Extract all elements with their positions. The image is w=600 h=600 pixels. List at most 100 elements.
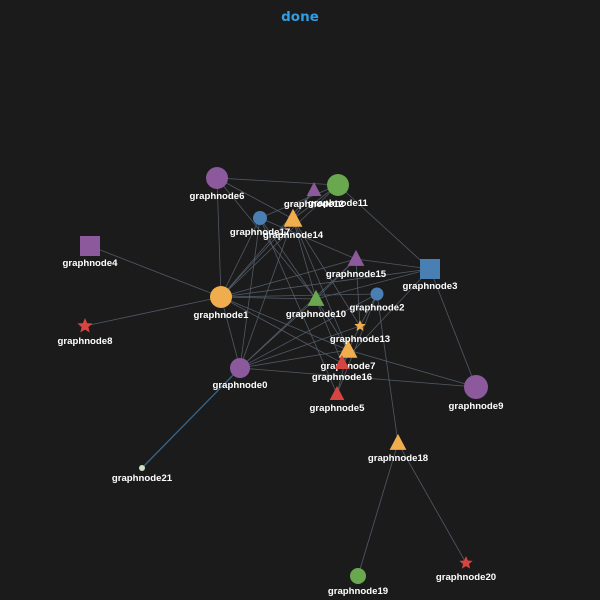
- edge-graphnode18-graphnode19: [357, 442, 399, 577]
- graphnode14-label: graphnode14: [263, 230, 324, 241]
- graphnode5-triangle-marker[interactable]: [329, 386, 345, 400]
- graphnode3-label: graphnode3: [403, 281, 458, 292]
- graphnode17-label: graphnode17: [230, 227, 290, 238]
- graphnode9-label: graphnode9: [449, 401, 504, 412]
- node-graphnode17[interactable]: graphnode17: [230, 211, 290, 238]
- edge-graphnode17-graphnode10: [259, 217, 317, 300]
- node-graphnode4[interactable]: graphnode4: [63, 236, 119, 269]
- graphnode5-label: graphnode5: [310, 403, 366, 414]
- edge-graphnode17-graphnode15: [259, 217, 357, 260]
- edge-graphnode14-graphnode0: [239, 218, 294, 369]
- edge-graphnode14-graphnode10: [292, 218, 317, 300]
- edge-graphnode6-graphnode11: [216, 177, 339, 186]
- node-graphnode18[interactable]: graphnode18: [368, 433, 429, 464]
- graphnode21-circle-marker[interactable]: [139, 465, 145, 471]
- node-graphnode16[interactable]: graphnode16: [312, 355, 372, 383]
- edge-graphnode1-graphnode17: [220, 217, 261, 298]
- edge-graphnode1-graphnode10: [220, 296, 317, 300]
- edge-graphnode15-graphnode13: [355, 258, 361, 327]
- graphnode4-square-marker[interactable]: [80, 236, 100, 256]
- node-graphnode2[interactable]: graphnode2: [350, 287, 405, 314]
- node-graphnode15[interactable]: graphnode15: [326, 249, 387, 280]
- graphnode8-label: graphnode8: [58, 336, 114, 347]
- node-graphnode5[interactable]: graphnode5: [310, 386, 366, 414]
- graphnode17-circle-marker[interactable]: [253, 211, 267, 225]
- graphnode2-label: graphnode2: [350, 303, 405, 314]
- graphnode9-circle-marker[interactable]: [464, 375, 488, 399]
- graphnode20-star-marker[interactable]: [459, 556, 473, 569]
- graphnode4-label: graphnode4: [63, 258, 119, 269]
- graphnode7-triangle-marker[interactable]: [338, 339, 358, 358]
- node-graphnode11[interactable]: graphnode11: [308, 174, 369, 209]
- edge-graphnode0-graphnode13: [239, 325, 361, 369]
- graphnode18-label: graphnode18: [368, 453, 429, 464]
- edge-graphnode11-graphnode3: [337, 184, 431, 270]
- graphnode10-label: graphnode10: [286, 309, 346, 320]
- edge-graphnode10-graphnode3: [315, 268, 431, 300]
- edge-graphnode1-graphnode0: [220, 296, 241, 369]
- node-graphnode13[interactable]: graphnode13: [330, 320, 390, 345]
- edge-graphnode17-graphnode5: [259, 217, 338, 395]
- graphnode21-label: graphnode21: [112, 473, 173, 484]
- nodes-layer: graphnode0 graphnode1 graphnode2 graphnode3…: [58, 167, 504, 597]
- edge-graphnode1-graphnode6: [216, 177, 222, 298]
- edge-graphnode1-graphnode14: [220, 218, 294, 298]
- edge-graphnode10-graphnode0: [239, 298, 317, 369]
- graphnode6-label: graphnode6: [190, 191, 245, 202]
- graphnode14-triangle-marker[interactable]: [283, 208, 303, 227]
- edge-graphnode0-graphnode21: [141, 367, 241, 469]
- graphnode13-label: graphnode13: [330, 334, 390, 345]
- graphnode1-circle-marker[interactable]: [210, 286, 232, 308]
- edge-graphnode1-graphnode4: [89, 245, 222, 298]
- graphnode19-label: graphnode19: [328, 586, 388, 597]
- graphnode16-label: graphnode16: [312, 372, 372, 383]
- graphnode19-circle-marker[interactable]: [350, 568, 366, 584]
- node-graphnode8[interactable]: graphnode8: [58, 318, 114, 347]
- graphnode8-star-marker[interactable]: [77, 318, 93, 333]
- node-graphnode10[interactable]: graphnode10: [286, 289, 346, 320]
- edge-graphnode1-graphnode2: [220, 293, 378, 298]
- graphnode12-label: graphnode12: [284, 199, 344, 210]
- node-graphnode3[interactable]: graphnode3: [403, 259, 458, 292]
- node-graphnode12[interactable]: graphnode12: [284, 182, 344, 210]
- graphnode13-star-marker[interactable]: [354, 320, 366, 331]
- node-graphnode14[interactable]: graphnode14: [263, 208, 324, 241]
- graphnode2-circle-marker[interactable]: [370, 287, 384, 301]
- node-graphnode9[interactable]: graphnode9: [449, 375, 504, 412]
- edge-graphnode7-graphnode0: [239, 349, 349, 369]
- edge-graphnode10-graphnode7: [315, 298, 349, 351]
- graphnode18-triangle-marker[interactable]: [389, 433, 407, 450]
- edge-graphnode17-graphnode0: [239, 217, 261, 369]
- graphnode0-label: graphnode0: [213, 380, 268, 391]
- edge-graphnode1-graphnode12: [220, 189, 315, 298]
- node-graphnode6[interactable]: graphnode6: [190, 167, 245, 202]
- graphnode10-triangle-marker[interactable]: [307, 289, 325, 306]
- node-graphnode20[interactable]: graphnode20: [436, 556, 496, 583]
- edge-graphnode15-graphnode0: [239, 258, 357, 369]
- edge-graphnode10-graphnode16: [315, 298, 343, 364]
- node-graphnode19[interactable]: graphnode19: [328, 568, 388, 597]
- edge-graphnode11-graphnode17: [259, 184, 339, 219]
- graphnode12-triangle-marker[interactable]: [306, 182, 322, 196]
- graphnode6-circle-marker[interactable]: [206, 167, 228, 189]
- node-graphnode0[interactable]: graphnode0: [213, 358, 268, 391]
- edge-graphnode1-graphnode15: [220, 258, 357, 298]
- edge-graphnode2-graphnode0: [239, 293, 378, 369]
- node-graphnode1[interactable]: graphnode1: [194, 286, 250, 321]
- graphnode3-square-marker[interactable]: [420, 259, 440, 279]
- graphnode11-label: graphnode11: [308, 198, 368, 209]
- edge-graphnode0-graphnode9: [239, 367, 477, 388]
- edges-layer: [84, 177, 477, 577]
- edge-graphnode1-graphnode7: [220, 296, 349, 351]
- graphnode11-circle-marker[interactable]: [327, 174, 349, 196]
- node-graphnode21[interactable]: graphnode21: [112, 465, 173, 484]
- graphnode16-triangle-marker[interactable]: [334, 355, 350, 369]
- edge-graphnode3-graphnode9: [429, 268, 477, 388]
- graphnode0-circle-marker[interactable]: [230, 358, 250, 378]
- edge-graphnode2-graphnode5: [336, 293, 378, 395]
- edge-graphnode18-graphnode20: [397, 442, 467, 564]
- graphnode15-triangle-marker[interactable]: [347, 249, 365, 266]
- edge-graphnode2-graphnode18: [376, 293, 399, 444]
